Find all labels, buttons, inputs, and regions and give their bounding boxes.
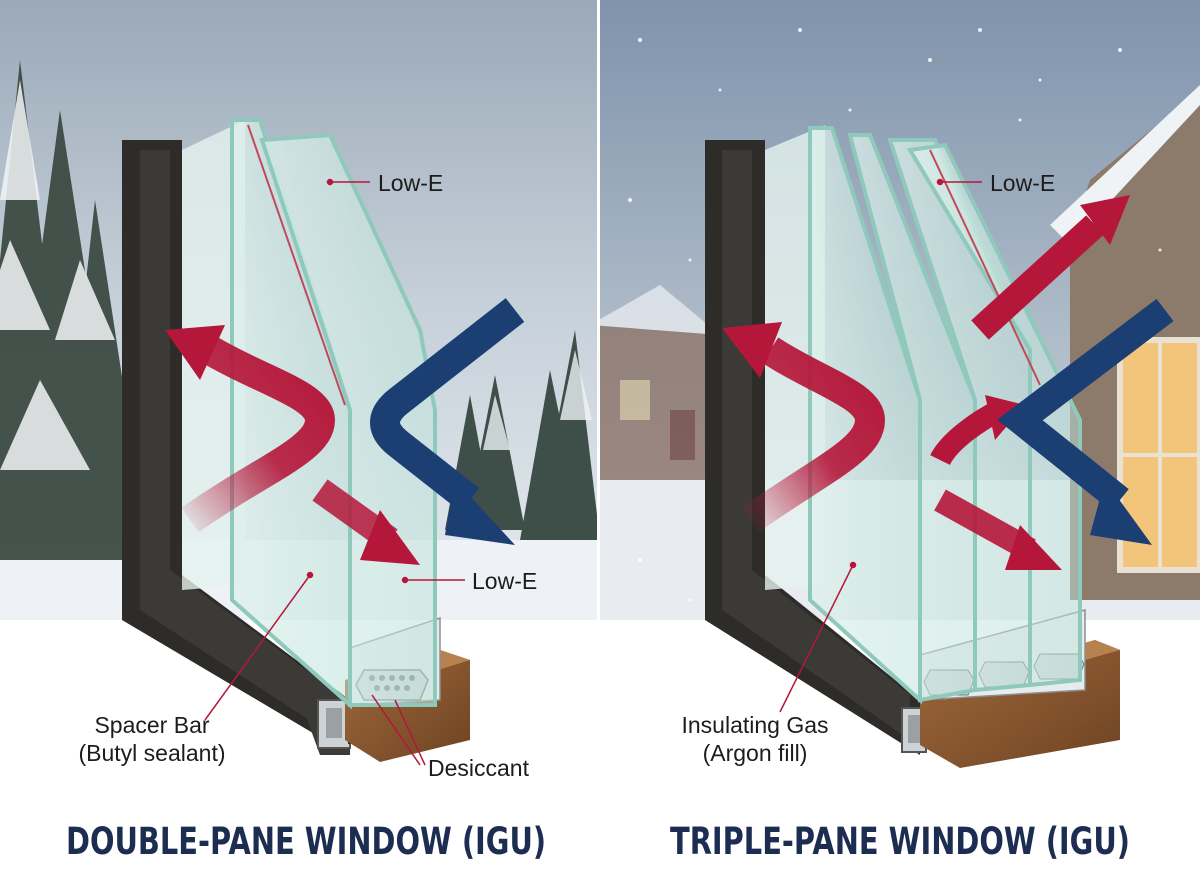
insulating-gas-label: Insulating Gas (Argon fill) xyxy=(640,712,870,767)
triple-pane-title: TRIPLE-PANE WINDOW (IGU) xyxy=(670,820,1130,863)
double-pane-panel: Low-E Low-E Spacer Bar (Butyl sealant) D… xyxy=(0,0,600,863)
snow-on-right-trees xyxy=(483,350,592,450)
aluminium-profile xyxy=(317,699,376,749)
pine-trees-right xyxy=(445,330,600,540)
spacer-bar-label-line1: Spacer Bar xyxy=(94,712,210,738)
leader-lines xyxy=(779,178,982,713)
low-e-top-label: Low-E xyxy=(378,170,444,196)
spacer-bar-label-line2: (Butyl sealant) xyxy=(78,739,226,766)
cold-air-arrow xyxy=(370,298,525,545)
triple-pane-illustration xyxy=(600,0,1200,896)
triple-pane-panel: Low-E Insulating Gas (Argon fill) TRIPLE… xyxy=(600,0,1200,896)
snow-on-trees xyxy=(0,80,115,470)
desiccant-label: Desiccant xyxy=(428,755,529,781)
leader-lines xyxy=(204,178,465,766)
cold-air-arrow xyxy=(997,298,1174,545)
distant-house xyxy=(600,285,720,480)
low-e-coating-line xyxy=(247,124,346,406)
snowflakes xyxy=(628,28,1162,602)
low-e-coating-line xyxy=(929,149,1041,386)
spacer-bar-label: Spacer Bar (Butyl sealant) xyxy=(52,712,252,767)
heat-reflection-arrow xyxy=(165,325,420,565)
insulating-gas-label-line2: (Argon fill) xyxy=(702,739,808,766)
insulating-gas-label-line1: Insulating Gas xyxy=(681,712,829,738)
double-pane-title: DOUBLE-PANE WINDOW (IGU) xyxy=(66,820,547,863)
low-e-bottom-label: Low-E xyxy=(472,568,538,594)
double-pane-illustration xyxy=(0,0,600,766)
low-e-top-label: Low-E xyxy=(990,170,1056,196)
window-frame xyxy=(705,140,920,755)
